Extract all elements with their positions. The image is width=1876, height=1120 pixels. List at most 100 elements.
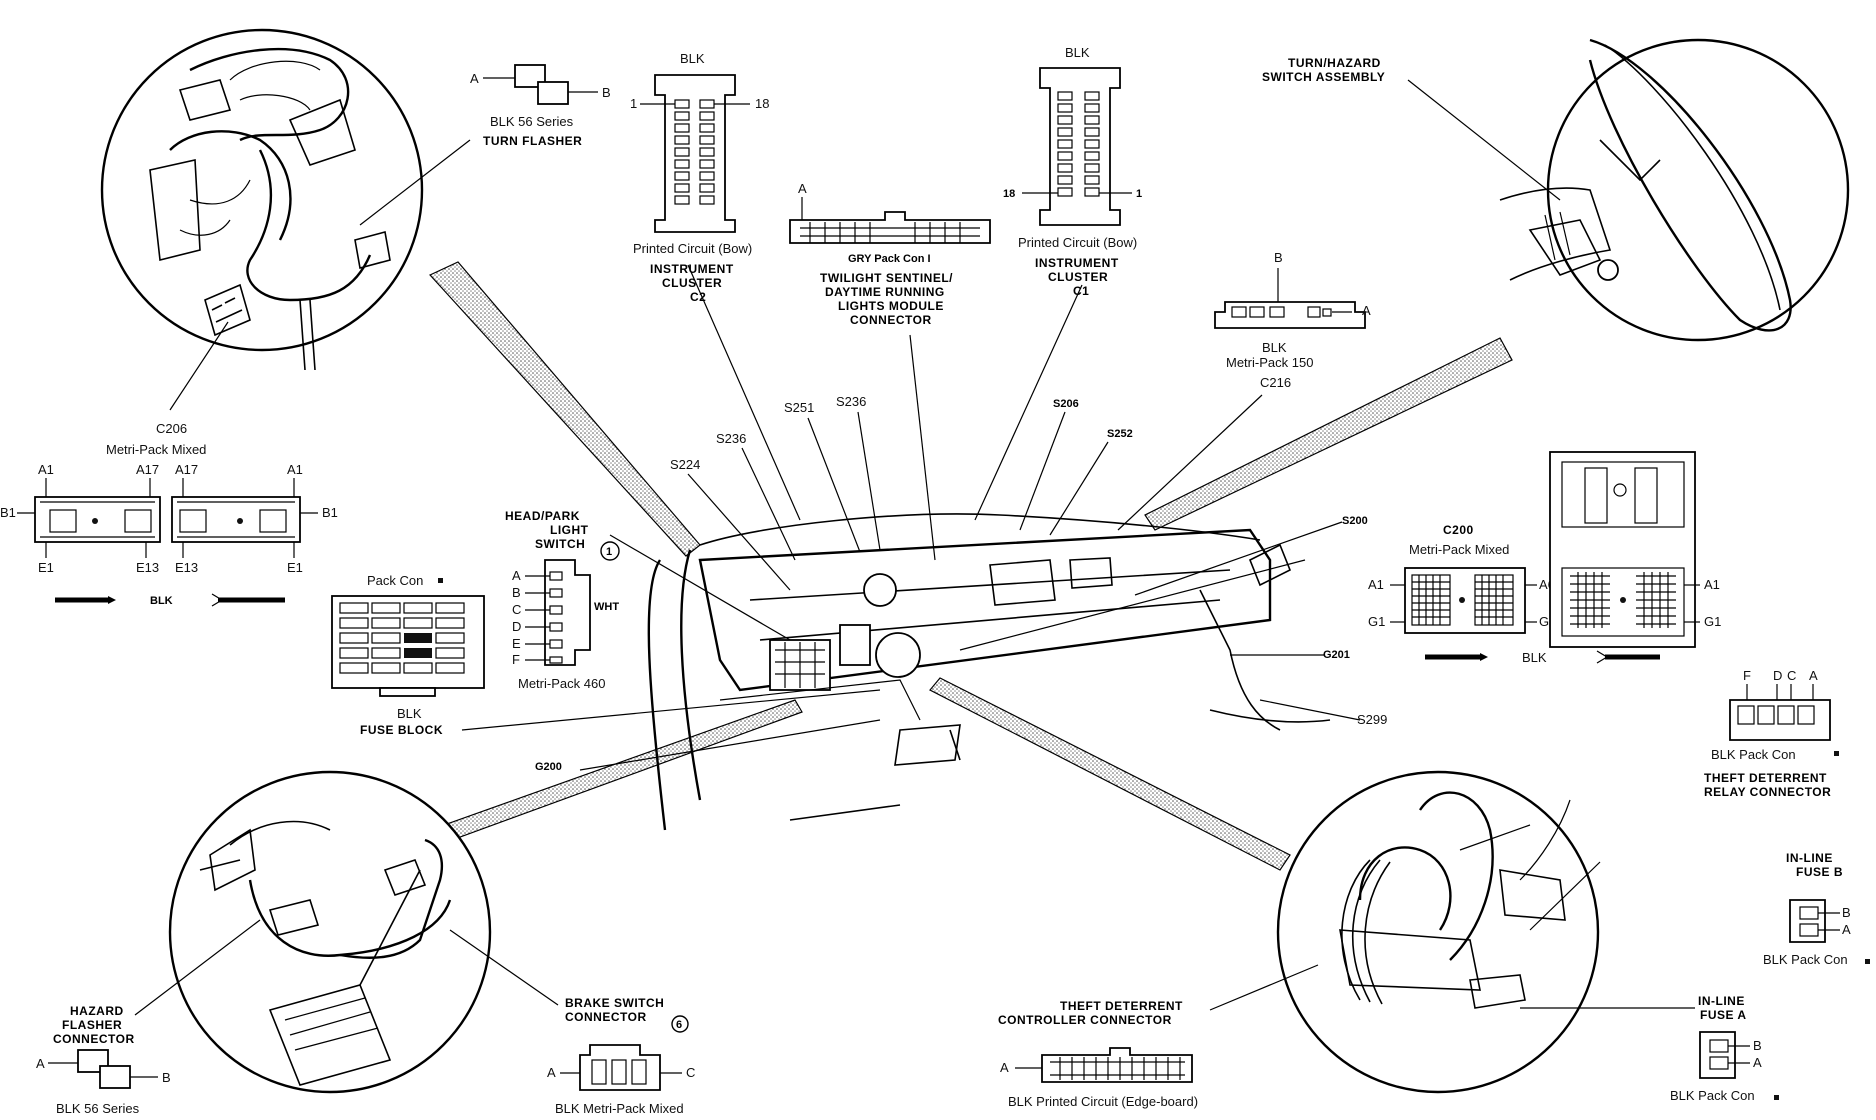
fuse-b-type: BLK Pack Con xyxy=(1763,952,1848,967)
fuse-block-color: BLK xyxy=(397,706,422,721)
c206-a17-b: A17 xyxy=(175,462,198,477)
c200-type: Metri-Pack Mixed xyxy=(1409,542,1509,557)
cluster-c1-pins xyxy=(1057,91,1100,197)
hazard-pin-a: A xyxy=(36,1056,45,1071)
fuse-a-title-2: FUSE A xyxy=(1700,1008,1747,1022)
headlight-switch-connector: HEAD/PARK LIGHT SWITCH 1 A B C D E F WHT… xyxy=(505,509,620,691)
c206-a1: A1 xyxy=(38,462,54,477)
cluster-c1-title-1: INSTRUMENT xyxy=(1035,256,1119,270)
theft-relay-pin-c: C xyxy=(1787,668,1796,683)
detail-circle-steering-wheel xyxy=(1499,38,1850,342)
c206-e1-b: E1 xyxy=(287,560,303,575)
ground-g200: G200 xyxy=(535,761,562,773)
theft-relay-pin-a: A xyxy=(1809,668,1818,683)
inline-fuse-a-connector: IN-LINE FUSE A B A BLK Pack Con xyxy=(1670,994,1779,1103)
detail-circle-steering-harness xyxy=(100,28,424,371)
instrument-cluster-c2-connector: BLK 1 18 Printed Circuit (Bow) INSTRUMEN… xyxy=(630,51,769,304)
splice-s236-b: S236 xyxy=(716,431,746,446)
hazard-series: BLK 56 Series xyxy=(56,1101,140,1116)
twilight-title-3: LIGHTS MODULE xyxy=(838,299,944,313)
headlight-type: Metri-Pack 460 xyxy=(518,676,605,691)
theft-relay-connector: F D C A BLK Pack Con THEFT DETERRENT REL… xyxy=(1704,668,1839,799)
headlight-pin-e: E xyxy=(512,636,521,651)
c216-connector: B A BLK Metri-Pack 150 C216 xyxy=(1214,250,1371,390)
theft-controller-connector: THEFT DETERRENT CONTROLLER CONNECTOR A B… xyxy=(998,999,1198,1109)
cluster-c2-color: BLK xyxy=(680,51,705,66)
inline-fuse-b-connector: IN-LINE FUSE B B A BLK Pack Con xyxy=(1763,851,1870,967)
turn-flasher-title: TURN FLASHER xyxy=(483,134,582,148)
turn-hazard-title-2: SWITCH ASSEMBLY xyxy=(1262,70,1385,84)
c206-connector: C206 Metri-Pack Mixed A1 A17 A17 A1 B1 B… xyxy=(0,421,338,607)
splice-s236-a: S236 xyxy=(836,394,866,409)
c200-a1-b: A1 xyxy=(1704,577,1720,592)
headlight-pin-d: D xyxy=(512,619,521,634)
brake-pin-a: A xyxy=(547,1065,556,1080)
instrument-panel-illustration xyxy=(647,513,1331,831)
splice-s206: S206 xyxy=(1053,398,1079,410)
c200-g1-b: G1 xyxy=(1704,614,1721,629)
theft-relay-pin-d: D xyxy=(1773,668,1782,683)
turn-hazard-title-1: TURN/HAZARD xyxy=(1288,56,1381,70)
fuse-block-cavities xyxy=(339,602,465,674)
c200-cavity-grid xyxy=(1411,574,1514,626)
splice-s224: S224 xyxy=(670,457,700,472)
headlight-title-1: HEAD/PARK xyxy=(505,509,580,523)
twilight-color-type: GRY Pack Con I xyxy=(848,253,931,265)
cluster-c1-pin-1: 1 xyxy=(1136,188,1142,200)
fuse-a-pin-b: B xyxy=(1753,1038,1762,1053)
c206-a17: A17 xyxy=(136,462,159,477)
twilight-title-1: TWILIGHT SENTINEL/ xyxy=(820,271,953,285)
brake-title-2: CONNECTOR xyxy=(565,1010,647,1024)
brake-note: 6 xyxy=(676,1019,682,1031)
c200-g1: G1 xyxy=(1368,614,1385,629)
cluster-c1-type: Printed Circuit (Bow) xyxy=(1018,235,1137,250)
c206-b1-b: B1 xyxy=(322,505,338,520)
headlight-pin-c: C xyxy=(512,602,521,617)
fuse-block-title: FUSE BLOCK xyxy=(360,723,443,737)
theft-ctrl-title-1: THEFT DETERRENT xyxy=(1060,999,1183,1013)
splice-s200: S200 xyxy=(1342,515,1368,527)
cluster-c1-title-3: C1 xyxy=(1073,284,1089,298)
splice-labels: S251 S236 S236 S224 S206 S252 S200 S299 … xyxy=(535,394,1387,773)
c206-e13-b: E13 xyxy=(175,560,198,575)
theft-ctrl-pin-a: A xyxy=(1000,1060,1009,1075)
cluster-c1-pin-18: 18 xyxy=(1003,188,1015,200)
headlight-pin-a: A xyxy=(512,568,521,583)
hazard-flasher-connector: HAZARD FLASHER CONNECTOR A B BLK 56 Seri… xyxy=(36,1004,171,1116)
ground-g201: G201 xyxy=(1323,649,1350,661)
splice-s299: S299 xyxy=(1357,712,1387,727)
fuse-a-title-1: IN-LINE xyxy=(1698,994,1745,1008)
twilight-title-2: DAYTIME RUNNING xyxy=(825,285,945,299)
hazard-title-1: HAZARD xyxy=(70,1004,124,1018)
c200-mating-grid xyxy=(1570,572,1676,628)
fuse-block-type: Pack Con xyxy=(367,573,423,588)
c206-b1: B1 xyxy=(0,505,16,520)
c206-title: C206 xyxy=(156,421,187,436)
brake-title-1: BRAKE SWITCH xyxy=(565,996,664,1010)
c216-title: C216 xyxy=(1260,375,1291,390)
turn-flasher-pin-b: B xyxy=(602,85,611,100)
headlight-title-3: SWITCH xyxy=(535,537,585,551)
c200-title: C200 xyxy=(1443,523,1474,537)
headlight-pin-b: B xyxy=(512,585,521,600)
twilight-title-4: CONNECTOR xyxy=(850,313,932,327)
leader-lines xyxy=(134,79,1695,1016)
c216-pin-a: A xyxy=(1362,303,1371,318)
turn-hazard-switch-label: TURN/HAZARD SWITCH ASSEMBLY xyxy=(1262,56,1385,84)
fuse-b-title-2: FUSE B xyxy=(1796,865,1843,879)
cluster-c1-color: BLK xyxy=(1065,45,1090,60)
callout-bands xyxy=(359,261,1513,871)
hazard-title-2: FLASHER xyxy=(62,1018,122,1032)
c216-pin-b: B xyxy=(1274,250,1283,265)
headlight-pin-f: F xyxy=(512,652,520,667)
c200-color: BLK xyxy=(1522,650,1547,665)
c206-color: BLK xyxy=(150,595,173,607)
headlight-title-2: LIGHT xyxy=(550,523,589,537)
splice-s251: S251 xyxy=(784,400,814,415)
theft-ctrl-title-2: CONTROLLER CONNECTOR xyxy=(998,1013,1172,1027)
cluster-c2-title-2: CLUSTER xyxy=(662,276,722,290)
c206-e1: E1 xyxy=(38,560,54,575)
cluster-c2-title-1: INSTRUMENT xyxy=(650,262,734,276)
headlight-color: WHT xyxy=(594,601,619,613)
